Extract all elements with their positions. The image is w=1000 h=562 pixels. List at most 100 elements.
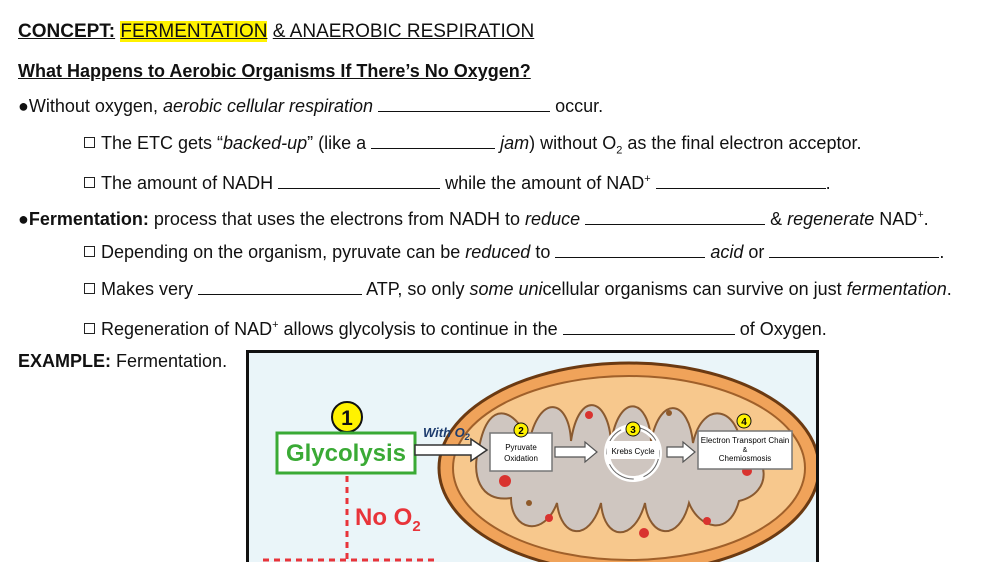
text-italic: reduce (525, 209, 581, 229)
text-italic: backed-up (223, 133, 308, 153)
diagram-svg: 1 Glycolysis With O2 2 Pyruvate Oxidatio… (263, 361, 816, 562)
pyruvate-line1: Pyruvate (505, 443, 537, 452)
text: while the amount of NAD (445, 173, 645, 193)
text: process that uses the electrons from NAD… (148, 209, 526, 229)
step-2-number: 2 (518, 426, 524, 437)
text: The amount of NADH (101, 173, 274, 193)
subheading: What Happens to Aerobic Organisms If The… (18, 61, 531, 81)
title-highlight: FERMENTATION (120, 21, 268, 42)
fill-blank[interactable] (769, 241, 940, 258)
fermentation-diagram: 1 Glycolysis With O2 2 Pyruvate Oxidatio… (246, 350, 819, 562)
glycolysis-box (275, 431, 417, 475)
fill-blank[interactable] (371, 132, 496, 149)
superscript: + (272, 319, 279, 331)
fill-blank[interactable] (278, 172, 441, 189)
krebs-label-bg (607, 441, 659, 459)
text: . (939, 242, 945, 262)
line-6: Makes very ATP, so only some unicellular… (84, 278, 952, 300)
text: & (770, 209, 788, 229)
matrix-dot (639, 528, 649, 538)
etc-line1: Electron Transport Chain (701, 436, 790, 445)
subscript: 2 (616, 144, 623, 157)
checkbox-square-icon (84, 246, 95, 257)
arrow-right-icon (666, 440, 696, 464)
text-italic: fermentation (846, 279, 947, 299)
checkbox-square-icon (84, 177, 95, 188)
text: Makes very (101, 279, 194, 299)
example-label: EXAMPLE: Fermentation. (18, 350, 227, 372)
step-4-number: 4 (741, 417, 747, 428)
text: Regeneration of NAD (101, 319, 273, 339)
checkbox-square-icon (84, 323, 95, 334)
fill-blank[interactable] (655, 172, 826, 189)
line-1: ●Without oxygen, aerobic cellular respir… (18, 95, 603, 117)
step-number-circle (736, 413, 752, 429)
bullet: ● (18, 209, 29, 229)
matrix-dot (666, 410, 672, 416)
title-rest: & ANAEROBIC RESPIRATION (272, 21, 535, 42)
line-3: The amount of NADH while the amount of N… (84, 168, 831, 194)
line-2: The ETC gets “backed-up” (like a jam) wi… (84, 132, 861, 162)
fill-blank[interactable] (378, 95, 551, 112)
text-italic: jam (500, 133, 530, 153)
bullet: ● (18, 96, 29, 116)
text-italic: acid (710, 242, 744, 262)
matrix-dot (526, 500, 532, 506)
text: ” (like a (307, 133, 367, 153)
line-4: ●Fermentation: process that uses the ele… (18, 204, 929, 230)
text-italic: aerobic cellular respiration (162, 96, 374, 116)
pyruvate-oxidation-box (489, 432, 553, 472)
matrix-dot (585, 411, 593, 419)
etc-line2: & (743, 447, 748, 454)
text: occur. (555, 96, 604, 116)
text: or (743, 242, 765, 262)
matrix-dot (499, 475, 511, 487)
text: ATP, so only (366, 279, 470, 299)
fill-blank[interactable] (585, 208, 766, 225)
text: ) without O (529, 133, 617, 153)
text-bold: Fermentation: (28, 209, 149, 229)
text: Fermentation. (111, 351, 228, 371)
text-italic: some (469, 279, 514, 299)
step-3-number: 3 (630, 425, 636, 436)
title-prefix: CONCEPT: (18, 21, 116, 42)
arrow-right-icon (554, 440, 598, 464)
checkbox-square-icon (84, 283, 95, 294)
text-italic: regenerate (787, 209, 875, 229)
pyruvate-line2: Oxidation (504, 454, 538, 463)
krebs-label: Krebs Cycle (611, 447, 655, 456)
line-7: Regeneration of NAD+ allows glycolysis t… (84, 314, 827, 340)
fill-blank[interactable] (562, 318, 735, 335)
text: Depending on the organism, pyruvate can … (101, 242, 466, 262)
text: allows glycolysis to continue in the (278, 319, 558, 339)
fill-blank[interactable] (198, 278, 363, 295)
text: as the final electron acceptor. (622, 133, 862, 153)
text: of Oxygen. (739, 319, 827, 339)
line-5: Depending on the organism, pyruvate can … (84, 241, 944, 263)
text-italic: uni (518, 279, 543, 299)
step-number-circle (513, 422, 529, 438)
glycolysis-label: Glycolysis (286, 440, 406, 467)
page-title: CONCEPT: FERMENTATION & ANAEROBIC RESPIR… (18, 21, 534, 43)
matrix-dot (703, 517, 711, 525)
text: to (530, 242, 551, 262)
text: . (946, 279, 952, 299)
text: . (923, 209, 929, 229)
etc-line3: Chemiosmosis (719, 454, 771, 463)
matrix-dot (545, 514, 553, 522)
text: . (825, 173, 831, 193)
text: Without oxygen, (28, 96, 163, 116)
superscript: + (917, 209, 924, 221)
text: NAD (874, 209, 918, 229)
checkbox-square-icon (84, 137, 95, 148)
arrow-right-icon (414, 437, 489, 463)
fill-blank[interactable] (555, 241, 706, 258)
etc-box (697, 430, 793, 470)
text-bold: EXAMPLE: (18, 351, 112, 371)
text: cellular organisms can survive on just (542, 279, 847, 299)
step-1-number: 1 (341, 407, 353, 430)
text: The ETC gets “ (101, 133, 224, 153)
text-italic: reduced (465, 242, 531, 262)
step-number-circle (625, 421, 641, 437)
superscript: + (644, 173, 651, 185)
